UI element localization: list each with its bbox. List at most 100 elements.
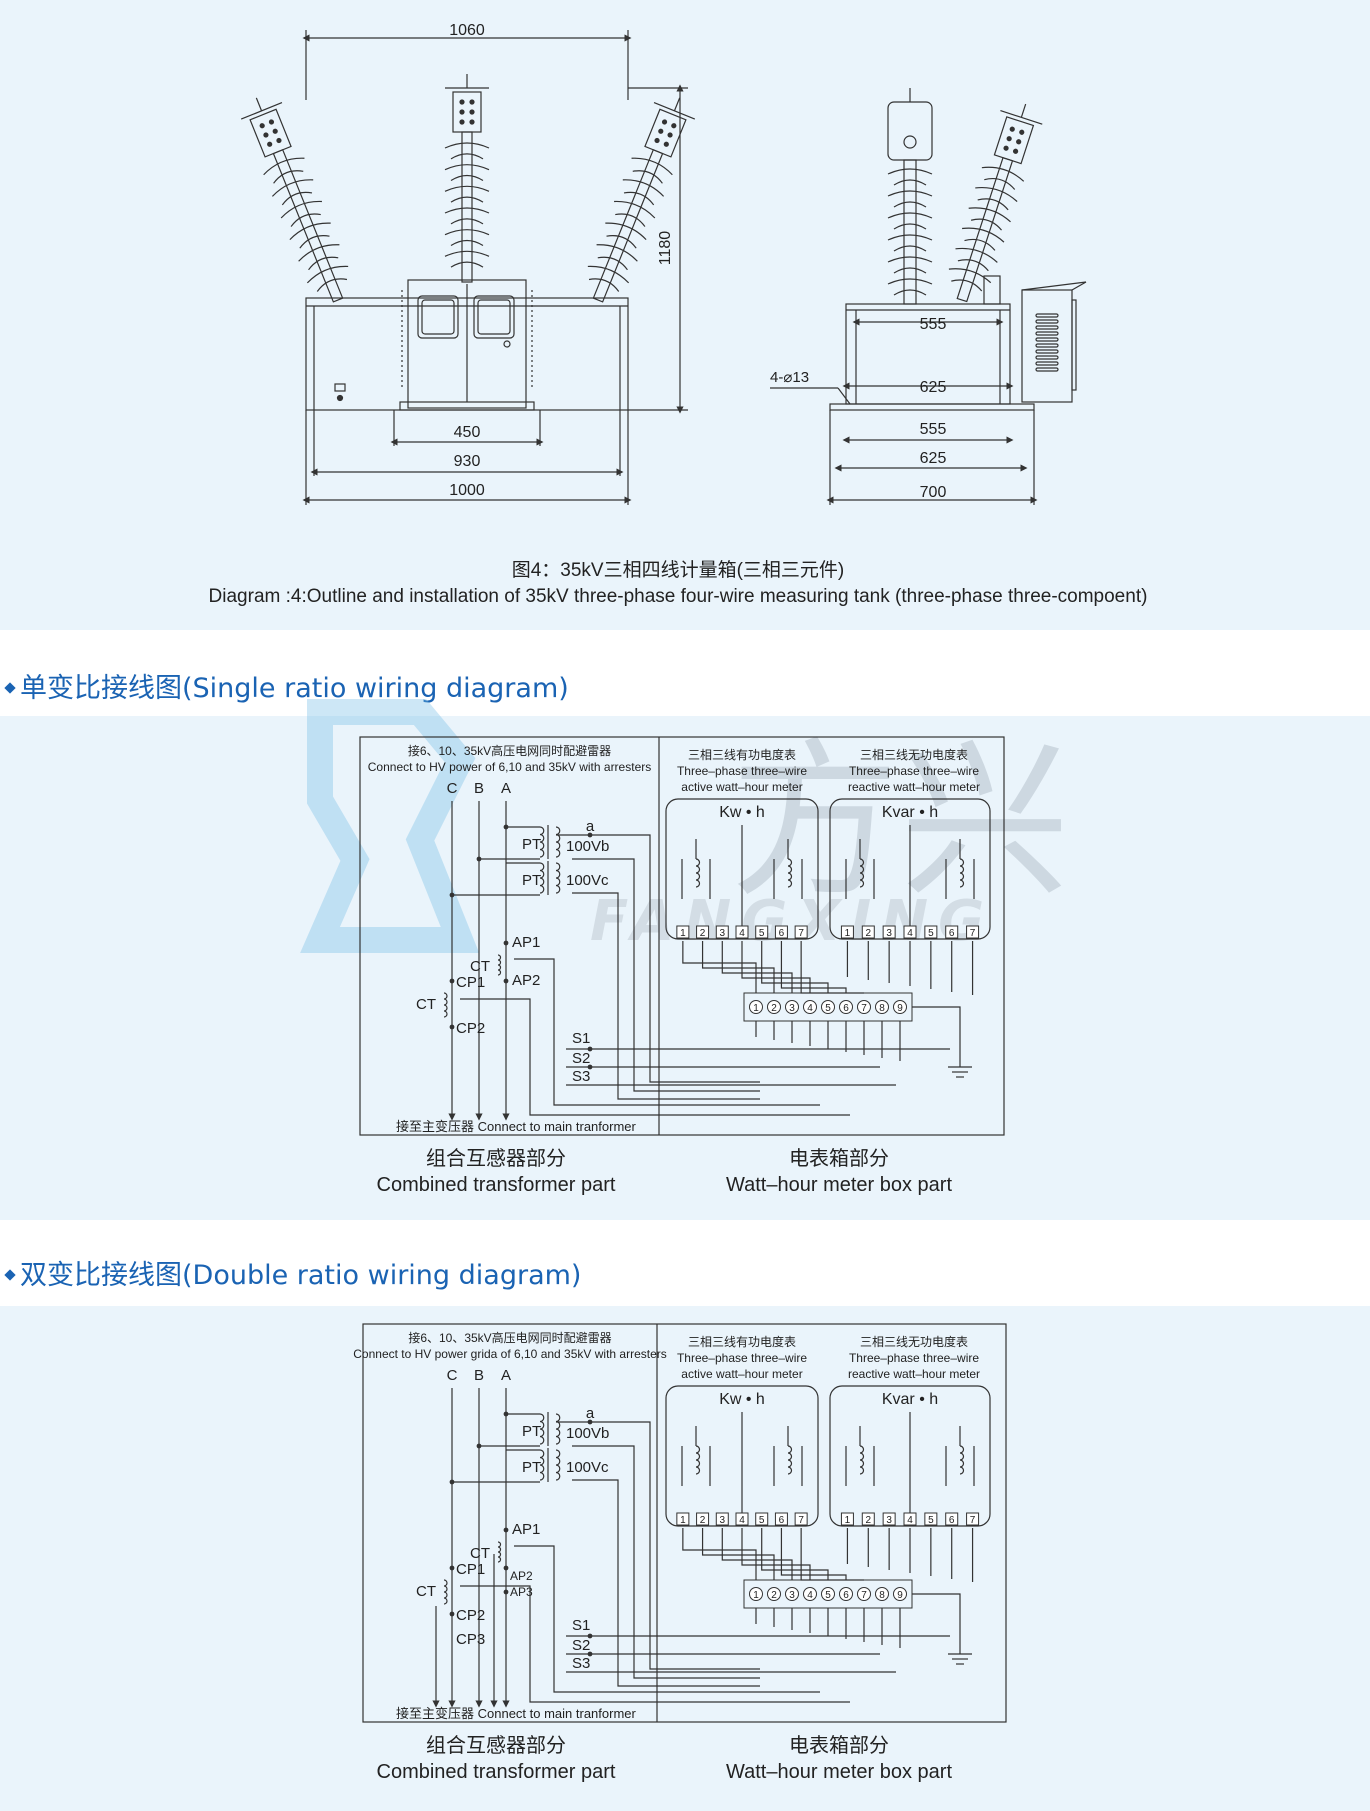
meter1-cn: 三相三线有功电度表 <box>688 1334 796 1349</box>
bushing-shed <box>450 261 484 268</box>
meter-terminal <box>676 1512 690 1526</box>
junction-dot <box>503 1411 509 1417</box>
side-shed <box>887 234 933 241</box>
dim-625: 625 <box>920 450 947 467</box>
outline-drawing <box>240 30 1087 505</box>
meter-terminal <box>715 925 729 939</box>
bushing-shed <box>281 191 313 206</box>
watermark-text: FANGXING <box>590 889 994 954</box>
junction-terminal <box>893 1587 907 1601</box>
bushing-bolt <box>1006 136 1012 142</box>
meter2-cn: 三相三线无功电度表 <box>860 747 968 762</box>
ct-a-label: CT <box>470 958 490 975</box>
bushing-shed <box>444 164 490 171</box>
bushing-bolt <box>658 128 664 134</box>
louvre-slot <box>1035 361 1059 366</box>
ct-a-label: CT <box>470 1545 490 1562</box>
bushing-shed <box>606 235 637 249</box>
meter1-en2: active watt–hour meter <box>681 1367 802 1381</box>
ct-c-coil <box>443 1579 448 1605</box>
meter-terminal <box>840 1512 854 1526</box>
meter-title: Kw • h <box>719 804 765 821</box>
junction-terminal <box>767 1587 781 1601</box>
part1-cn: 组合互感器部分 <box>426 1734 566 1757</box>
louvre-slot <box>1035 355 1059 360</box>
louvre-slot <box>1035 325 1059 330</box>
pt-primary-coil <box>539 826 545 858</box>
meter-terminal <box>715 1512 729 1526</box>
junction-terminal-label: 4 <box>807 1003 813 1014</box>
ct-c-label: CT <box>416 996 436 1013</box>
diagram-frame <box>359 736 1005 1136</box>
meter1-cn: 三相三线有功电度表 <box>688 747 796 762</box>
junction-dot <box>587 1064 593 1070</box>
meter1-en2: active watt–hour meter <box>681 780 802 794</box>
junction-terminal <box>785 1587 799 1601</box>
single-ratio-band <box>0 716 1370 1220</box>
bushing-shed <box>444 185 490 192</box>
main-transformer-note: 接至主变压器 Connect to main tranformer <box>396 1119 637 1134</box>
bushing-shed <box>450 196 484 203</box>
single-ratio-heading: 单变比接线图(Single ratio wiring diagram) <box>0 666 569 706</box>
bushing-shed <box>444 142 490 149</box>
bushing-bolt <box>671 123 677 129</box>
bushing-bolt <box>661 119 668 125</box>
meter-terminal <box>774 925 788 939</box>
hv-note-en: Connect to HV power grida of 6,10 and 35… <box>353 1347 667 1361</box>
phase-label-a: A <box>501 1367 511 1384</box>
outline-caption-en: Diagram :4:Outline and installation of 3… <box>209 586 1148 607</box>
meter-terminal-label: 5 <box>928 928 934 939</box>
bushing-bolt <box>459 119 465 125</box>
bushing-shed <box>981 166 1025 182</box>
bushing-bolt <box>276 137 282 144</box>
side-shed <box>887 168 933 175</box>
s1-label: S1 <box>572 1617 590 1634</box>
phase-label-b: B <box>474 1367 484 1384</box>
meter-terminal <box>794 1512 808 1526</box>
ap2-label: AP2 <box>512 972 540 989</box>
part1-en: Combined transformer part <box>377 1174 616 1196</box>
meter-terminal-label: 7 <box>970 1515 976 1526</box>
meter-coil <box>959 1445 965 1475</box>
meter-terminal <box>903 925 917 939</box>
s3-label: S3 <box>572 1655 590 1672</box>
ap2-label: AP2 <box>510 1569 533 1583</box>
junction-dot <box>503 1589 509 1595</box>
junction-dot <box>587 1419 593 1425</box>
meter-coil <box>787 1445 793 1475</box>
meter-terminal <box>861 1512 875 1526</box>
bushing-shed <box>631 157 673 176</box>
junction-terminal-label: 8 <box>879 1003 885 1014</box>
phase-label-a: A <box>501 780 511 797</box>
side-shed <box>893 179 927 186</box>
meter-terminal <box>861 925 875 939</box>
window-right <box>473 295 515 339</box>
side-pt-core <box>903 159 917 305</box>
meter-terminal <box>882 925 896 939</box>
junction-terminal <box>857 1587 871 1601</box>
pt-label: PT <box>522 872 541 889</box>
meter-terminal-label: 2 <box>700 1515 706 1526</box>
bushing-bolt <box>267 141 273 147</box>
meter-terminal-label: 3 <box>886 1515 892 1526</box>
bushing-shed <box>977 198 1009 211</box>
bushing-shed <box>273 170 304 184</box>
bushing-shed <box>957 259 989 272</box>
junction-terminal-label: 6 <box>843 1003 849 1014</box>
junction-dot <box>476 856 482 862</box>
bushing-c <box>240 97 349 303</box>
meter-terminal-label: 7 <box>798 1515 804 1526</box>
side-shed <box>893 267 927 274</box>
meter2-cn: 三相三线无功电度表 <box>860 1334 968 1349</box>
ct-a-wire <box>514 1545 820 1693</box>
louvre-slot <box>1035 331 1059 336</box>
ct-a-wire <box>514 958 820 1106</box>
meter-terminal <box>924 925 938 939</box>
bushing-shed <box>450 174 484 182</box>
junction-dot <box>449 1479 455 1485</box>
ap1-label: AP1 <box>512 934 540 951</box>
meter-terminal-label: 2 <box>866 928 872 939</box>
pt-primary-coil <box>539 1413 545 1445</box>
ct-c-coil <box>443 992 448 1018</box>
